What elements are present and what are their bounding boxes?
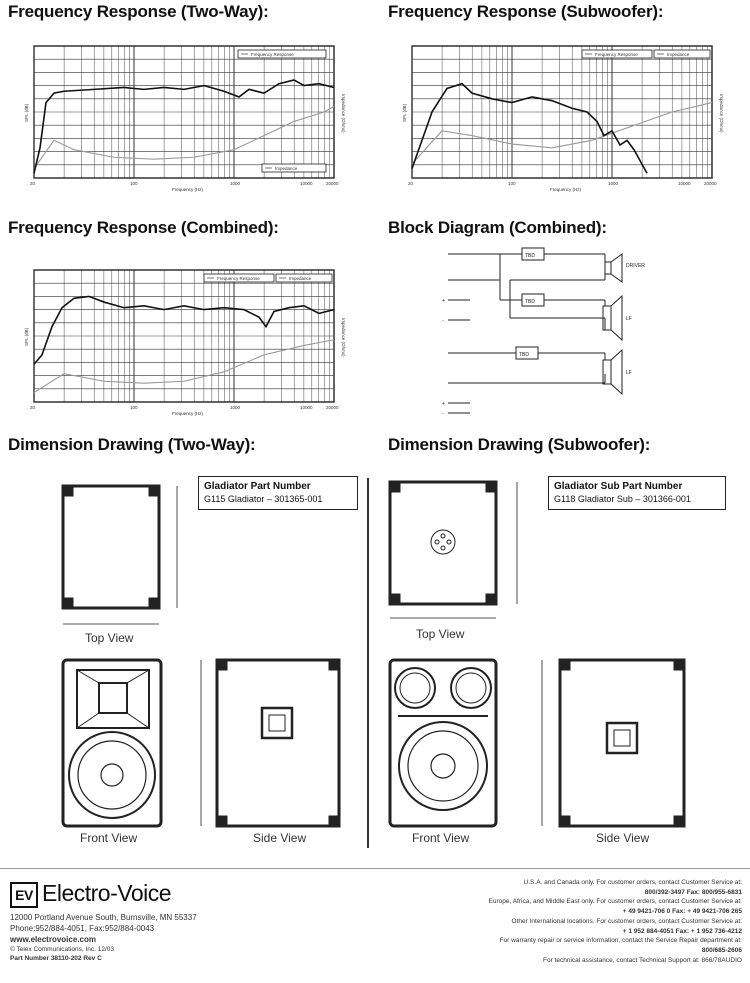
legend-label: Impedance [667, 52, 690, 57]
legend-label: Impedance [275, 166, 298, 171]
x-tick-label: 10000 [678, 181, 691, 186]
x-axis-label: Frequency (Hz) [172, 411, 204, 416]
service-info-line: Other International locations. For custo… [511, 917, 743, 925]
x-tick-label: 100 [130, 181, 138, 186]
legend-label: Frequency Response [251, 52, 294, 57]
dim-drawing-two-way: Top View Front View Side View [61, 484, 341, 845]
y-axis-label: SPL (dB) [24, 327, 29, 346]
part-number: Part Number 38110-202 Rev C [10, 955, 102, 962]
impedance-curve [33, 105, 335, 169]
graph-combined: Frequency Response Impedance 20 100 1000 1000… [20, 262, 348, 429]
service-info-line: For warranty repair or service informati… [499, 937, 742, 945]
top-view-label: Top View [85, 631, 134, 645]
legend-label: Impedance [289, 276, 312, 281]
y-axis-right-label: Impedance (Ohms) [719, 94, 724, 133]
filter-label: TBD [525, 299, 535, 305]
x-tick-label: 10000 [300, 181, 313, 186]
part-number-value: G118 Gladiator Sub – 301366-001 [554, 494, 691, 504]
x-tick-label: 1000 [608, 181, 619, 186]
terminal-label: - [442, 318, 444, 324]
part-number-title: Gladiator Sub Part Number [554, 481, 683, 492]
heading-fr-two-way: Frequency Response (Two-Way): [8, 2, 269, 21]
heading-block-diagram: Block Diagram (Combined): [388, 218, 607, 237]
part-number-value: G115 Gladiator – 301365-001 [204, 494, 323, 504]
legend-label: Frequency Response [217, 276, 260, 281]
filter-label: TBD [525, 253, 535, 259]
frequency-response-curve [33, 79, 335, 174]
heading-fr-sub: Frequency Response (Subwoofer): [388, 2, 664, 21]
x-tick-label: 20 [30, 181, 36, 186]
terminal-label: + [442, 401, 445, 407]
speaker-label: DRIVER [626, 263, 645, 269]
x-tick-label: 10000 [300, 405, 313, 410]
top-view-label: Top View [416, 627, 465, 641]
terminal-label: + [442, 298, 445, 304]
x-tick-label: 20 [408, 181, 414, 186]
y-axis-label: SPL (dB) [402, 103, 407, 122]
footer-service-info: U.S.A. and Canada only. For customer ord… [382, 878, 743, 965]
x-tick-label: 1000 [230, 405, 241, 410]
terminal-label: - [442, 411, 444, 417]
service-info-line: For technical assistance, contact Techni… [543, 956, 742, 964]
frequency-response-curve [411, 82, 648, 174]
speaker-label: LF [626, 316, 632, 322]
impedance-curve [411, 102, 713, 165]
x-tick-label: 20 [30, 405, 36, 410]
service-info-line: U.S.A. and Canada only. For customer ord… [523, 879, 742, 886]
front-view-label: Front View [412, 831, 469, 845]
y-axis-right-label: Impedance (Ohms) [341, 318, 346, 357]
heading-dim-sub: Dimension Drawing (Subwoofer): [388, 435, 651, 454]
y-axis-right-label: Impedance (Ohms) [341, 94, 346, 133]
service-info-line: 800/685-2606 [701, 946, 742, 954]
filter-label: TBD [519, 352, 529, 358]
impedance-curve [33, 339, 335, 394]
x-axis-label: Frequency (Hz) [172, 187, 204, 192]
x-tick-label: 20000 [326, 405, 339, 410]
legend-label: Frequency Response [595, 52, 638, 57]
front-view-label: Front View [80, 831, 137, 845]
frequency-response-curve [33, 295, 335, 365]
x-tick-label: 20000 [704, 181, 717, 186]
phone: Phone:952/884-4051, Fax:952/884-0043 [10, 924, 155, 933]
service-info-line: 800/392-3497 Fax: 800/955-6831 [644, 888, 742, 896]
brand-name: Electro-Voice [42, 880, 172, 906]
service-info-line: + 49 9421-706 0 Fax: + 49 9421-706 265 [622, 908, 742, 916]
address: 12000 Portland Avenue South, Burnsville,… [10, 913, 197, 922]
heading-dim-two-way: Dimension Drawing (Two-Way): [8, 435, 256, 454]
x-tick-label: 20000 [326, 181, 339, 186]
speaker-label: LF [626, 370, 632, 376]
part-number-title: Gladiator Part Number [204, 481, 311, 492]
part-number-box-sub: Gladiator Sub Part Number G118 Gladiator… [548, 476, 726, 510]
block-diagram: TBD TBD TBD DRIVER LF LF + - + - [442, 247, 645, 417]
x-tick-label: 100 [508, 181, 516, 186]
dim-drawing-sub: Top View Front View Side View [388, 480, 686, 845]
x-axis-label: Frequency (Hz) [550, 187, 582, 192]
footer-contact: 12000 Portland Avenue South, Burnsville,… [10, 912, 197, 963]
section-divider [367, 478, 369, 848]
y-axis-label: SPL (dB) [24, 103, 29, 122]
heading-fr-combined: Frequency Response (Combined): [8, 218, 279, 237]
service-info-line: Europe, Africa, and Middle East only. Fo… [488, 898, 743, 906]
ev-logo-icon: EV [10, 881, 38, 908]
graph-sub: Frequency Response Impedance 20 100 1000 1000… [398, 38, 726, 205]
copyright: © Telex Communications, Inc. 12/03 [10, 946, 115, 953]
footer-rule [0, 868, 750, 869]
side-view-label: Side View [596, 831, 649, 845]
x-tick-label: 100 [130, 405, 138, 410]
website-link[interactable]: www.electrovoice.com [10, 935, 96, 944]
service-info-line: + 1 952 884-4051 Fax: + 1 952 736-4212 [622, 927, 742, 935]
x-tick-label: 1000 [230, 181, 241, 186]
side-view-label: Side View [253, 831, 306, 845]
part-number-box-two-way: Gladiator Part Number G115 Gladiator – 3… [198, 476, 358, 510]
